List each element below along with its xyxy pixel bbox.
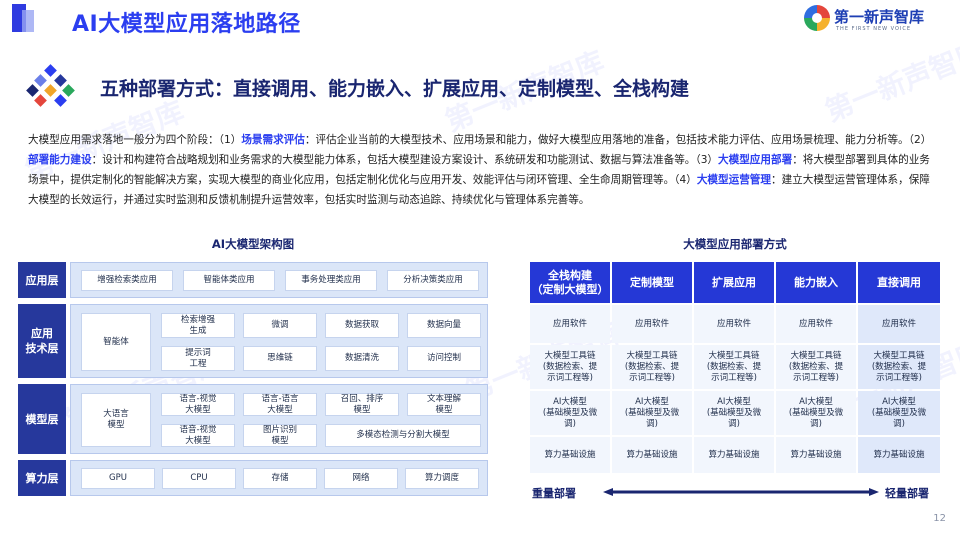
arch-cell: 分析决策类应用 [387,270,479,291]
table-header: 全栈构建 （定制大模型） [530,262,610,303]
arch-cell-llm: 大语言 模型 [81,393,151,447]
diamond-cluster-icon [26,64,75,110]
table-header: 扩展应用 [694,262,774,303]
deployment-title: 大模型应用部署方式 [683,237,787,251]
watermark: 第一新声智库 [820,34,960,129]
layer-label-app-tech: 应用 技术层 [18,304,66,378]
layer-label-model: 模型层 [18,384,66,454]
table-cell: 应用软件 [530,305,610,343]
table-cell: 算力基础设施 [612,437,692,473]
logo-subtitle: THE FIRST NEW VOICE [836,26,912,32]
table-cell: 大模型工具链 (数据检索、提 示词工程等) [858,345,940,389]
table-cell: AI大模型 (基础模型及微 调) [530,391,610,435]
arch-cell-agent: 智能体 [81,313,151,371]
intro-text: ：建立大模型运营管理体系，保障大模型的长效运行，并通过实时监测和反馈机制提升运营… [28,174,930,206]
layer-box-compute: GPU CPU 存储 网络 算力调度 [70,460,488,496]
arch-cell: 事务处理类应用 [285,270,377,291]
intro-text: ：评估企业当前的大模型技术、应用场景和能力，做好大模型应用落地的准备，包括技术能… [304,134,932,146]
arch-cell: 多模态检测与分割大模型 [325,424,481,447]
intro-text: 大模型应用需求落地一般分为四个阶段：（1） [28,134,242,146]
arch-cell: 数据向量 [407,313,481,338]
table-cell: AI大模型 (基础模型及微 调) [858,391,940,435]
light-deploy-label: 轻量部署 [885,487,929,500]
table-cell: 应用软件 [694,305,774,343]
table-cell: 算力基础设施 [858,437,940,473]
table-cell: AI大模型 (基础模型及微 调) [694,391,774,435]
arch-cell: 数据清洗 [325,346,399,371]
arch-cell: 语音-视觉 大模型 [161,424,235,447]
table-header: 定制模型 [612,262,692,303]
arch-cell: 图片识别 模型 [243,424,317,447]
table-cell: 算力基础设施 [776,437,856,473]
arch-cell: 微调 [243,313,317,338]
arch-cell: GPU [81,468,155,489]
layer-box-application: 增强检索类应用 智能体类应用 事务处理类应用 分析决策类应用 [70,262,488,298]
layer-box-app-tech: 智能体 检索增强 生成 微调 数据获取 数据向量 提示词 工程 思维链 数据清洗… [70,304,488,378]
arch-cell: 思维链 [243,346,317,371]
table-cell: AI大模型 (基础模型及微 调) [776,391,856,435]
layer-box-model: 大语言 模型 语言-视觉 大模型 语言-语言 大模型 召回、排序 模型 文本理解… [70,384,488,454]
stage-4-label: 大模型运营管理 [696,174,771,186]
stage-3-label: 大模型应用部署 [718,154,793,166]
table-header: 能力嵌入 [776,262,856,303]
table-cell: 大模型工具链 (数据检索、提 示词工程等) [612,345,692,389]
intro-text: ：设计和构建符合战略规划和业务需求的大模型能力体系，包括大模型建设方案设计、系统… [91,154,719,166]
heavy-deploy-label: 重量部署 [532,487,576,500]
brand-logo: 第一新声智库 THE FIRST NEW VOICE [788,4,948,38]
arch-cell: 数据获取 [325,313,399,338]
table-cell: 应用软件 [612,305,692,343]
arch-cell: 语言-视觉 大模型 [161,393,235,416]
arch-cell: 网络 [324,468,398,489]
arch-cell: 算力调度 [405,468,479,489]
stage-2-label: 部署能力建设 [28,154,92,166]
architecture-title: AI大模型架构图 [211,237,295,251]
corner-decoration [12,4,38,34]
page-title: AI大模型应用落地路径 [72,12,301,37]
intro-paragraph: 大模型应用需求落地一般分为四个阶段：（1）场景需求评估：评估企业当前的大模型技术… [28,130,934,210]
arch-cell: 检索增强 生成 [161,313,235,338]
intro-text: ：将大模型部署到具体的业务场景中，提供定制化的智能解决方案，实现大模型的商业化应… [28,154,930,186]
arch-cell: 文本理解 模型 [407,393,481,416]
layer-label-application: 应用层 [18,262,66,298]
stage-1-label: 场景需求评估 [241,134,305,146]
table-cell: 应用软件 [776,305,856,343]
table-cell: 应用软件 [858,305,940,343]
section-subtitle: 五种部署方式：直接调用、能力嵌入、扩展应用、定制模型、全栈构建 [100,78,690,100]
arch-cell: 语言-语言 大模型 [243,393,317,416]
layer-label-compute: 算力层 [18,460,66,496]
logo-name: 第一新声智库 [834,8,925,26]
table-cell: 算力基础设施 [530,437,610,473]
double-arrow-icon [603,488,879,496]
arch-cell: CPU [162,468,236,489]
arch-cell: 增强检索类应用 [81,270,173,291]
table-cell: 算力基础设施 [694,437,774,473]
logo-mark-icon [804,5,830,31]
arch-cell: 存储 [243,468,317,489]
arch-cell: 召回、排序 模型 [325,393,399,416]
arch-cell: 智能体类应用 [183,270,275,291]
arch-cell: 提示词 工程 [161,346,235,371]
table-cell: AI大模型 (基础模型及微 调) [612,391,692,435]
page-number: 12 [933,513,946,524]
table-cell: 大模型工具链 (数据检索、提 示词工程等) [776,345,856,389]
arch-cell: 访问控制 [407,346,481,371]
table-cell: 大模型工具链 (数据检索、提 示词工程等) [694,345,774,389]
table-header: 直接调用 [858,262,940,303]
table-cell: 大模型工具链 (数据检索、提 示词工程等) [530,345,610,389]
